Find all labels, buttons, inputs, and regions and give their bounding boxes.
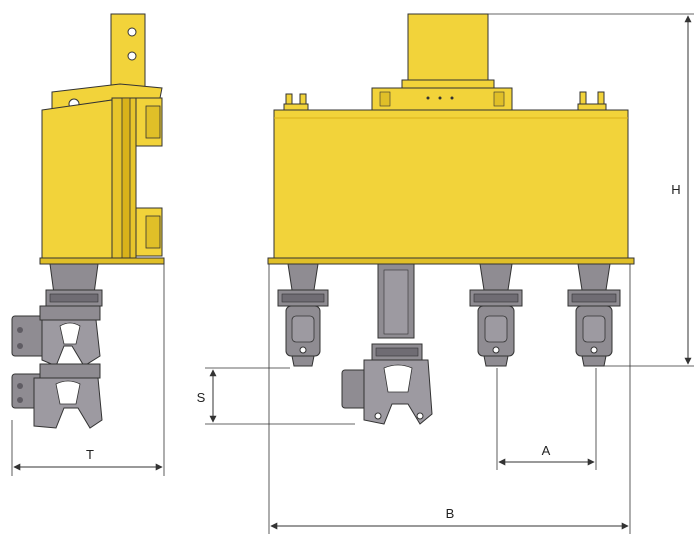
front-clamp-2 — [341, 263, 433, 425]
side-base-plate — [39, 257, 165, 265]
dim-s-label: S — [197, 390, 206, 405]
front-base-plate — [267, 257, 635, 265]
front-clamp-1 — [277, 263, 329, 367]
side-mount-hole-top — [127, 27, 137, 37]
dim-t-label: T — [86, 447, 94, 462]
side-mount-hole-bottom — [127, 51, 137, 61]
front-clamp-3 — [469, 263, 523, 367]
side-clamp-upper — [11, 305, 101, 367]
front-clamp-4 — [567, 263, 621, 367]
front-view: H S A B — [197, 13, 694, 534]
side-view: T — [11, 13, 165, 476]
front-top-frame — [371, 87, 513, 111]
side-spring-rail — [121, 97, 131, 259]
side-housing-front — [41, 99, 113, 259]
dim-h-label: H — [671, 182, 680, 197]
side-clamp-lower — [11, 363, 103, 429]
front-mount-plate — [407, 13, 489, 85]
front-housing — [273, 109, 629, 259]
dim-a-label: A — [542, 443, 551, 458]
dim-b-label: B — [446, 506, 455, 521]
